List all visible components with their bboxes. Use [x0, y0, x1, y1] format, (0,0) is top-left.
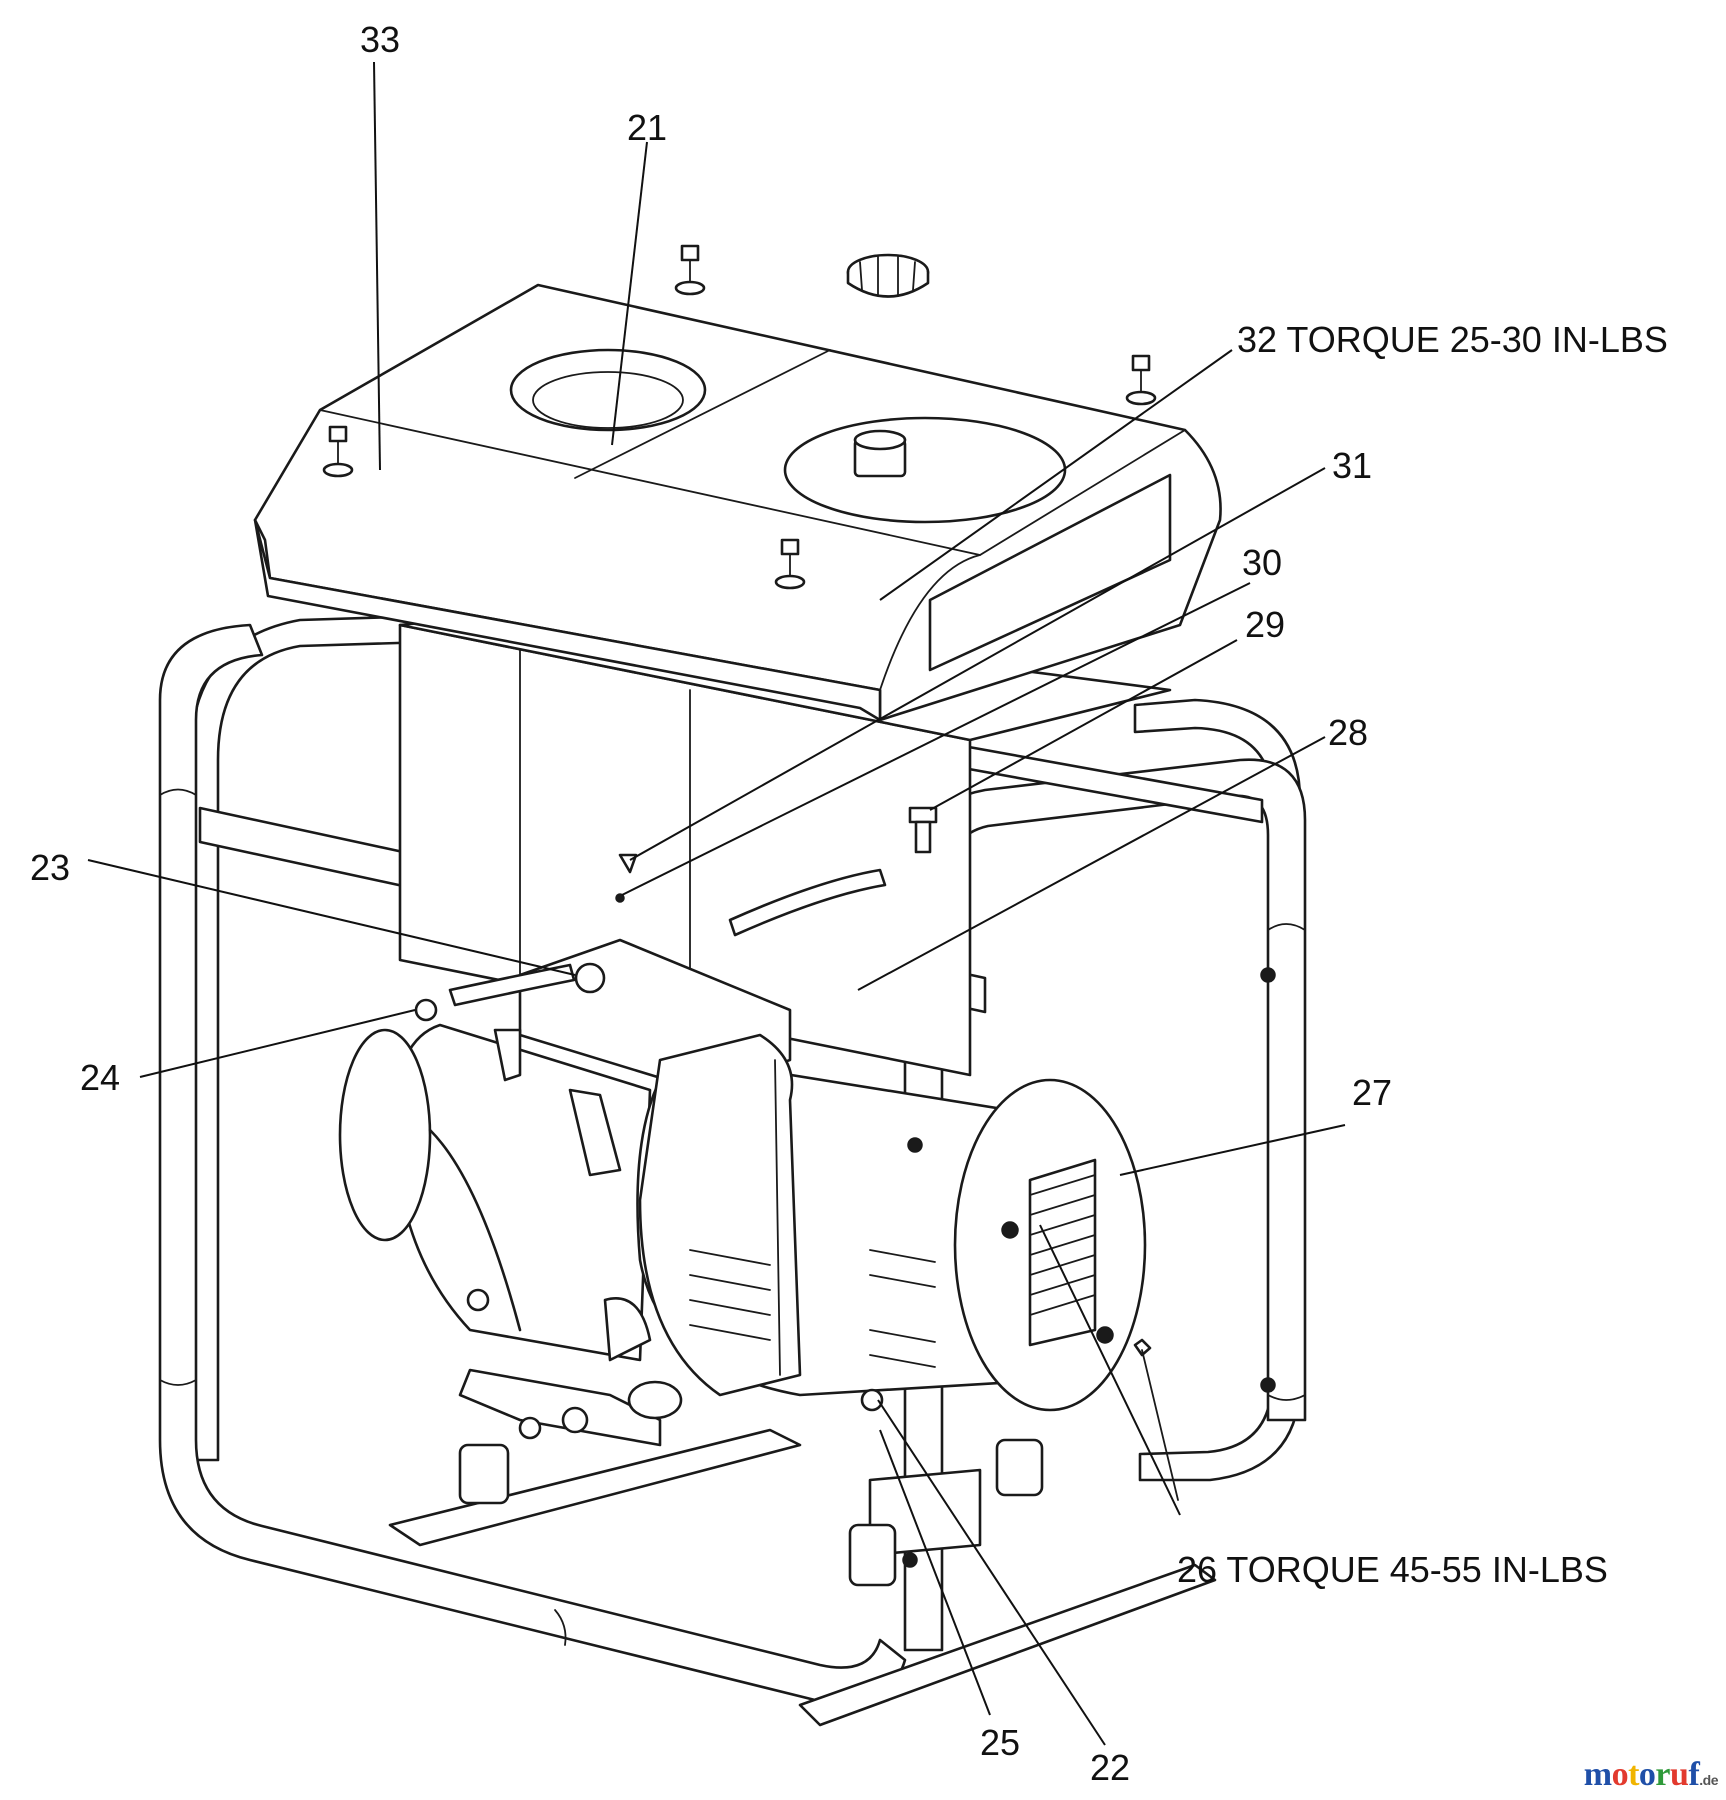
- callout-31: 31: [1332, 445, 1372, 486]
- engine-cover: [253, 283, 1222, 722]
- watermark-letter: t: [1628, 1756, 1639, 1793]
- base-plate: [388, 1428, 1217, 1727]
- callout-25: 25: [980, 1722, 1020, 1763]
- fuel-filler-ring: [783, 416, 1067, 524]
- callout-29: 29: [1245, 604, 1285, 645]
- watermark-letter: m: [1583, 1756, 1612, 1793]
- leader-lines: [87, 61, 1346, 1746]
- fuel-hose: [448, 963, 576, 1007]
- callout-23: 23: [30, 847, 70, 888]
- callout-32: 32 TORQUE 25-30 IN-LBS: [1237, 319, 1668, 360]
- callout-33: 33: [360, 19, 400, 60]
- callout-30: 30: [1242, 542, 1282, 583]
- callout-26: 26 TORQUE 45-55 IN-LBS: [1177, 1549, 1608, 1590]
- fuel-cap: [846, 253, 930, 298]
- callout-22: 22: [1090, 1747, 1130, 1788]
- callout-21: 21: [627, 107, 667, 148]
- watermark-letter: r: [1655, 1756, 1671, 1793]
- callouts: 33 21 32 TORQUE 25-30 IN-LBS 31 30 29 28…: [30, 19, 1668, 1788]
- watermark-letter: u: [1670, 1756, 1689, 1793]
- cover-opening: [509, 348, 707, 432]
- watermark-suffix: .de: [1699, 1772, 1718, 1788]
- callout-27: 27: [1352, 1072, 1392, 1113]
- watermark-letter: o: [1611, 1756, 1629, 1793]
- alternator: [636, 1033, 1147, 1412]
- watermark-letter: f: [1688, 1756, 1700, 1793]
- callout-24: 24: [80, 1057, 120, 1098]
- callout-28: 28: [1328, 712, 1368, 753]
- motoruf-watermark: motoruf.de: [1584, 1756, 1719, 1794]
- watermark-letter: o: [1638, 1756, 1656, 1793]
- watermark-text: motoruf: [1584, 1756, 1700, 1793]
- fuel-line: [728, 868, 887, 937]
- fasteners: [322, 244, 1276, 1568]
